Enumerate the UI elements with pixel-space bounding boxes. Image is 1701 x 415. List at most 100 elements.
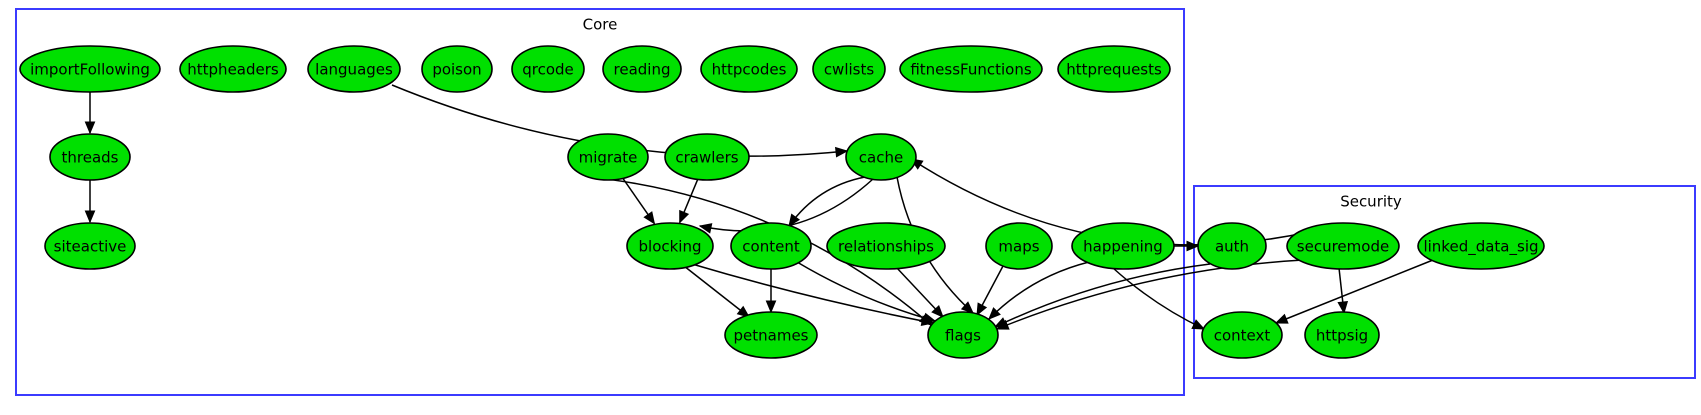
graph-node-cache[interactable]: cache xyxy=(845,133,917,181)
edge-line xyxy=(691,263,934,324)
graph-node-threads[interactable]: threads xyxy=(49,133,131,181)
graph-node-content[interactable]: content xyxy=(730,222,812,270)
edge-arrowhead xyxy=(765,300,777,314)
graph-node-auth[interactable]: auth xyxy=(1197,222,1267,270)
edge-securemode-to-httpsig xyxy=(1337,267,1349,315)
node-label-poison: poison xyxy=(432,61,481,79)
node-label-httpcodes: httpcodes xyxy=(712,61,787,79)
node-shape[interactable] xyxy=(724,311,818,359)
edge-blocking-to-petnames xyxy=(683,265,751,318)
graph-node-fitnessFunctions[interactable]: fitnessFunctions xyxy=(899,45,1043,93)
graph-node-blocking[interactable]: blocking xyxy=(626,222,714,270)
node-shape[interactable] xyxy=(19,45,161,93)
edge-maps-to-flags xyxy=(976,265,1004,317)
node-shape[interactable] xyxy=(307,45,401,93)
cluster-security: Security xyxy=(1193,185,1696,379)
node-label-flags: flags xyxy=(945,327,981,345)
node-shape[interactable] xyxy=(812,45,886,93)
node-label-linked_data_sig: linked_data_sig xyxy=(1423,238,1538,257)
edges-layer xyxy=(84,84,1434,330)
node-shape[interactable] xyxy=(664,133,750,181)
graph-node-httprequests[interactable]: httprequests xyxy=(1057,45,1171,93)
edge-line xyxy=(996,259,1304,330)
graph-node-httpheaders[interactable]: httpheaders xyxy=(179,45,287,93)
edge-cache-to-blocking xyxy=(698,178,874,234)
node-label-crawlers: crawlers xyxy=(675,149,738,167)
edge-relationships-to-flags xyxy=(895,266,944,318)
node-shape[interactable] xyxy=(567,133,649,181)
graph-node-happening[interactable]: happening xyxy=(1071,222,1175,270)
node-shape[interactable] xyxy=(602,45,682,93)
edge-happening-to-flags xyxy=(988,261,1090,320)
edge-line xyxy=(796,261,936,322)
node-shape[interactable] xyxy=(44,222,136,270)
graph-node-poison[interactable]: poison xyxy=(421,45,493,93)
cluster-core: Core xyxy=(15,8,1185,396)
node-shape[interactable] xyxy=(927,311,999,359)
graph-node-linked_data_sig[interactable]: linked_data_sig xyxy=(1417,222,1545,270)
edge-happening-to-context xyxy=(1112,267,1206,330)
edge-line xyxy=(699,178,874,232)
node-shape[interactable] xyxy=(1286,222,1400,270)
edge-line xyxy=(1275,259,1434,324)
graph-node-httpsig[interactable]: httpsig xyxy=(1304,311,1380,359)
edge-arrowhead xyxy=(643,211,656,225)
node-shape[interactable] xyxy=(1417,222,1545,270)
graph-node-maps[interactable]: maps xyxy=(985,222,1053,270)
graph-node-crawlers[interactable]: crawlers xyxy=(664,133,750,181)
node-shape[interactable] xyxy=(421,45,493,93)
cluster-label-core: Core xyxy=(583,16,618,34)
nodes-layer: importFollowing httpheaders languages poiso… xyxy=(19,45,1545,359)
node-label-reading: reading xyxy=(614,61,671,79)
node-shape[interactable] xyxy=(899,45,1043,93)
node-label-content: content xyxy=(742,238,800,256)
edge-line xyxy=(988,261,1090,320)
graph-node-migrate[interactable]: migrate xyxy=(567,133,649,181)
node-shape[interactable] xyxy=(511,45,585,93)
graph-node-reading[interactable]: reading xyxy=(602,45,682,93)
graph-node-petnames[interactable]: petnames xyxy=(724,311,818,359)
cluster-border-core xyxy=(15,8,1185,396)
node-label-petnames: petnames xyxy=(734,327,809,345)
graph-node-languages[interactable]: languages xyxy=(307,45,401,93)
graph-node-securemode[interactable]: securemode xyxy=(1286,222,1400,270)
node-shape[interactable] xyxy=(845,133,917,181)
edge-arrowhead xyxy=(995,319,1010,330)
edge-content-to-petnames xyxy=(765,268,777,314)
node-shape[interactable] xyxy=(700,45,798,93)
edge-cache-to-content xyxy=(788,176,866,228)
node-label-securemode: securemode xyxy=(1297,238,1389,256)
node-shape[interactable] xyxy=(1057,45,1171,93)
edge-happening-to-auth xyxy=(1173,240,1200,252)
cluster-label-security: Security xyxy=(1340,193,1402,211)
graph-node-importFollowing[interactable]: importFollowing xyxy=(19,45,161,93)
node-shape[interactable] xyxy=(826,222,946,270)
edge-arrowhead xyxy=(922,312,937,324)
edge-crawlers-to-blocking xyxy=(679,179,699,224)
node-shape[interactable] xyxy=(626,222,714,270)
graph-node-httpcodes[interactable]: httpcodes xyxy=(700,45,798,93)
graph-node-context[interactable]: context xyxy=(1201,311,1283,359)
cluster-border-security xyxy=(1193,185,1696,379)
edge-arrowhead xyxy=(988,307,1001,320)
node-label-httpheaders: httpheaders xyxy=(187,61,279,79)
node-shape[interactable] xyxy=(1201,311,1283,359)
node-shape[interactable] xyxy=(985,222,1053,270)
graph-node-relationships[interactable]: relationships xyxy=(826,222,946,270)
edge-threads-to-siteactive xyxy=(84,180,96,224)
graph-node-cwlists[interactable]: cwlists xyxy=(812,45,886,93)
graph-node-siteactive[interactable]: siteactive xyxy=(44,222,136,270)
node-shape[interactable] xyxy=(1071,222,1175,270)
graph-node-flags[interactable]: flags xyxy=(927,311,999,359)
node-shape[interactable] xyxy=(179,45,287,93)
node-shape[interactable] xyxy=(730,222,812,270)
node-label-threads: threads xyxy=(62,149,119,167)
edge-line xyxy=(1112,267,1205,330)
node-shape[interactable] xyxy=(49,133,131,181)
node-label-maps: maps xyxy=(998,238,1039,256)
node-label-siteactive: siteactive xyxy=(54,238,127,256)
node-shape[interactable] xyxy=(1197,222,1267,270)
graph-node-qrcode[interactable]: qrcode xyxy=(511,45,585,93)
node-shape[interactable] xyxy=(1304,311,1380,359)
